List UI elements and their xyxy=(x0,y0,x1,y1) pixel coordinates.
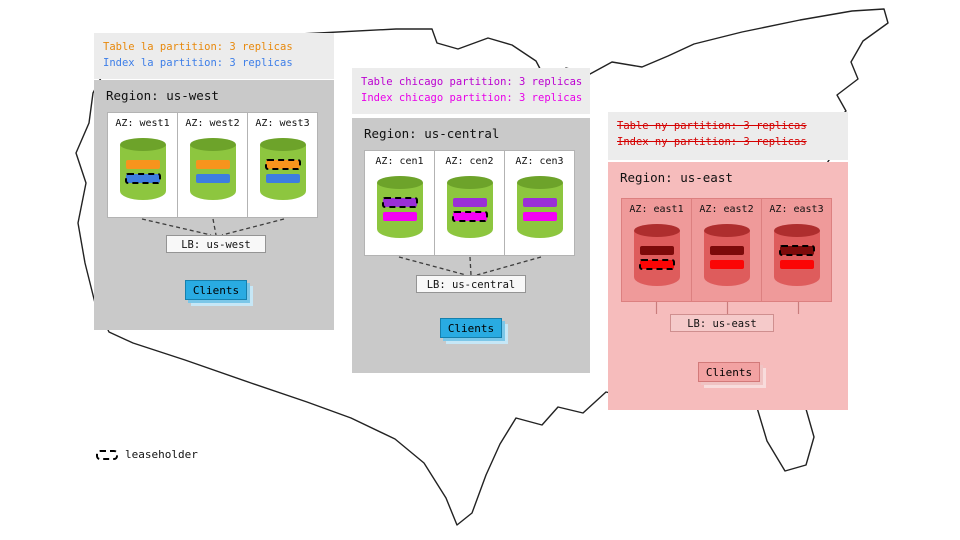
cylinder-body xyxy=(376,183,423,238)
cylinder-body xyxy=(189,145,236,200)
cylinder-body xyxy=(773,231,820,286)
leaseholder-dashed-swatch xyxy=(96,449,118,460)
az-box-cen2: AZ: cen2 xyxy=(434,150,505,256)
cylinder-body xyxy=(259,145,306,200)
az-box-east2: AZ: east2 xyxy=(691,198,762,302)
index-replica-bar xyxy=(779,260,814,269)
region-title-us-central: Region: us-central xyxy=(364,126,500,141)
table-replica-bar-leaseholder xyxy=(264,159,301,170)
index-replica-bar xyxy=(265,174,300,183)
cylinder-top xyxy=(446,176,493,189)
cylinder-body xyxy=(516,183,563,238)
az-box-east3: AZ: east3 xyxy=(761,198,832,302)
db-cylinder xyxy=(189,138,236,200)
annotation-us-west: Table la partition: 3 replicas Index la … xyxy=(94,33,334,79)
cylinder-top xyxy=(516,176,563,189)
region-title-us-east: Region: us-east xyxy=(620,170,733,185)
az-box-west1: AZ: west1 xyxy=(107,112,178,218)
table-replica-bar-leaseholder xyxy=(381,197,418,208)
az-box-west2: AZ: west2 xyxy=(177,112,248,218)
az-box-west3: AZ: west3 xyxy=(247,112,318,218)
db-cylinder xyxy=(376,176,423,238)
az-panel-us-east: AZ: east1 AZ: east2 AZ: xyxy=(621,198,832,302)
annotation-table-la: Table la partition: 3 replicas xyxy=(103,41,293,53)
az-panel-us-west: AZ: west1 AZ: west2 AZ: xyxy=(107,112,318,218)
db-cylinder xyxy=(773,224,820,286)
annotation-us-east: Table ny partition: 3 replicas Index ny … xyxy=(608,112,848,160)
az-label: AZ: west1 xyxy=(115,118,170,129)
db-cylinder xyxy=(516,176,563,238)
table-replica-bar xyxy=(639,246,674,255)
clients-us-west: Clients xyxy=(185,280,247,300)
load-balancer-us-east: LB: us-east xyxy=(670,314,774,332)
db-cylinder xyxy=(633,224,680,286)
index-replica-bar xyxy=(522,212,557,221)
az-label: AZ: east3 xyxy=(769,204,824,215)
load-balancer-us-central: LB: us-central xyxy=(416,275,526,293)
az-box-cen1: AZ: cen1 xyxy=(364,150,435,256)
cylinder-body xyxy=(703,231,750,286)
table-replica-bar-leaseholder xyxy=(778,245,815,256)
db-cylinder xyxy=(446,176,493,238)
annotation-index-chicago: Index chicago partition: 3 replicas xyxy=(361,91,583,104)
az-label: AZ: cen3 xyxy=(515,156,564,167)
az-label: AZ: east1 xyxy=(629,204,684,215)
region-us-east: Region: us-east AZ: east1 AZ: east2 xyxy=(608,162,848,410)
index-replica-bar xyxy=(709,260,744,269)
index-replica-bar xyxy=(195,174,230,183)
db-cylinder xyxy=(259,138,306,200)
az-box-east1: AZ: east1 xyxy=(621,198,692,302)
region-us-west: Region: us-west AZ: west1 AZ: west2 xyxy=(94,80,334,330)
cylinder-body xyxy=(119,145,166,200)
az-label: AZ: west2 xyxy=(185,118,240,129)
table-replica-bar xyxy=(195,160,230,169)
cylinder-top xyxy=(633,224,680,237)
az-panel-us-central: AZ: cen1 AZ: cen2 AZ: ce xyxy=(364,150,575,256)
cylinder-top xyxy=(259,138,306,151)
cylinder-top xyxy=(773,224,820,237)
annotation-us-central: Table chicago partition: 3 replicas Inde… xyxy=(352,68,590,114)
legend-leaseholder: leaseholder xyxy=(96,448,198,461)
az-label: AZ: cen2 xyxy=(445,156,494,167)
load-balancer-us-west: LB: us-west xyxy=(166,235,266,253)
db-cylinder xyxy=(119,138,166,200)
annotation-table-chicago: Table chicago partition: 3 replicas xyxy=(361,76,583,88)
annotation-index-ny-struck: Index ny partition: 3 replicas xyxy=(617,135,807,148)
annotation-table-ny-struck: Table ny partition: 3 replicas xyxy=(617,120,807,132)
cylinder-top xyxy=(189,138,236,151)
index-replica-bar-leaseholder xyxy=(124,173,161,184)
cylinder-top xyxy=(119,138,166,151)
region-title-us-west: Region: us-west xyxy=(106,88,219,103)
region-us-central: Region: us-central AZ: cen1 AZ: cen2 xyxy=(352,118,590,373)
table-replica-bar xyxy=(522,198,557,207)
table-replica-bar xyxy=(709,246,744,255)
clients-us-central: Clients xyxy=(440,318,502,338)
index-replica-bar-leaseholder xyxy=(451,211,488,222)
clients-us-east: Clients xyxy=(698,362,760,382)
index-replica-bar-leaseholder xyxy=(638,259,675,270)
table-replica-bar xyxy=(125,160,160,169)
cylinder-top xyxy=(376,176,423,189)
az-label: AZ: west3 xyxy=(255,118,310,129)
annotation-index-la: Index la partition: 3 replicas xyxy=(103,56,293,69)
index-replica-bar xyxy=(382,212,417,221)
cylinder-body xyxy=(633,231,680,286)
cylinder-body xyxy=(446,183,493,238)
az-label: AZ: east2 xyxy=(699,204,754,215)
legend-label: leaseholder xyxy=(125,448,198,461)
cylinder-top xyxy=(703,224,750,237)
table-replica-bar xyxy=(452,198,487,207)
az-label: AZ: cen1 xyxy=(375,156,424,167)
az-box-cen3: AZ: cen3 xyxy=(504,150,575,256)
db-cylinder xyxy=(703,224,750,286)
